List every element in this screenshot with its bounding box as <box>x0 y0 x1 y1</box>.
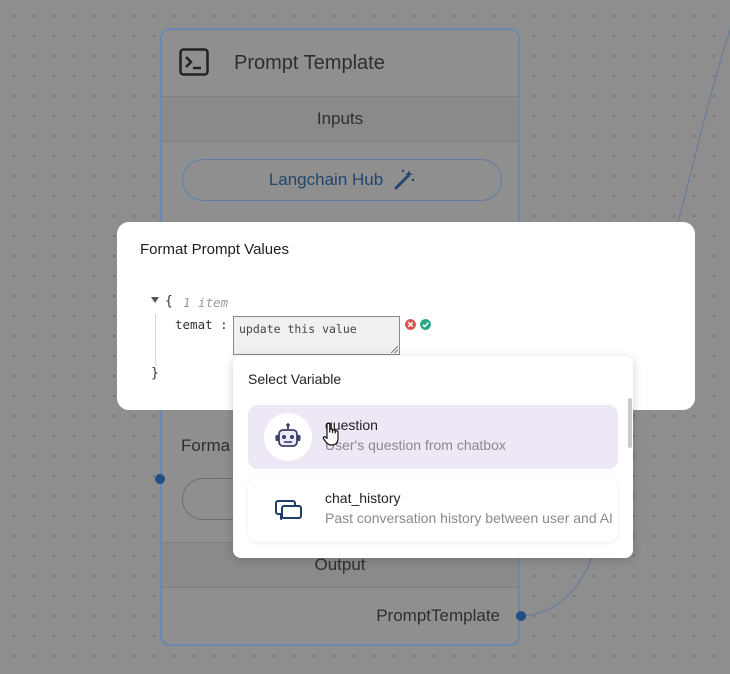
robot-icon <box>275 423 301 447</box>
resize-handle-icon[interactable] <box>391 346 398 353</box>
variable-avatar <box>264 413 312 461</box>
input-handle[interactable] <box>155 474 165 484</box>
cancel-edit-icon[interactable] <box>405 319 416 330</box>
variable-description: Past conversation history between user a… <box>325 510 613 526</box>
variable-item-chat-history[interactable]: chat_history Past conversation history b… <box>248 478 618 542</box>
format-prompt-values-label: Forma <box>181 436 231 455</box>
variable-name: chat_history <box>325 490 401 506</box>
json-key: temat : <box>175 317 228 332</box>
variable-description: User's question from chatbox <box>325 437 506 453</box>
langchain-hub-button[interactable]: Langchain Hub <box>182 159 502 201</box>
confirm-edit-icon[interactable] <box>420 319 431 330</box>
json-brace-open: { <box>165 294 173 309</box>
hand-cursor-icon <box>322 422 339 446</box>
collapse-caret-icon[interactable] <box>151 297 159 303</box>
node-header: Prompt Template <box>162 30 518 96</box>
output-handle[interactable] <box>516 611 526 621</box>
output-label: Output <box>314 555 366 574</box>
chat-bubbles-icon <box>275 500 302 520</box>
output-handle-label: PromptTemplate <box>376 606 500 625</box>
inputs-section-header: Inputs <box>162 96 518 142</box>
variable-name: question <box>325 417 378 433</box>
json-brace-close: } <box>151 366 159 381</box>
langchain-hub-label: Langchain Hub <box>268 170 384 189</box>
select-variable-popup: Select Variable question User's question… <box>233 356 633 558</box>
popup-scrollbar[interactable] <box>628 398 632 448</box>
json-value-input[interactable]: update this value <box>233 316 400 355</box>
json-value-text: update this value <box>239 322 357 336</box>
dialog-title: Format Prompt Values <box>140 241 289 258</box>
inputs-label: Inputs <box>316 109 364 128</box>
node-title: Prompt Template <box>234 52 385 74</box>
popup-title: Select Variable <box>248 371 342 387</box>
json-indent-guide <box>155 314 156 366</box>
terminal-icon <box>179 48 209 76</box>
variable-avatar <box>264 486 312 534</box>
variable-item-question[interactable]: question User's question from chatbox <box>248 405 618 469</box>
json-item-count: 1 item <box>183 295 229 310</box>
magic-wand-icon <box>394 169 415 190</box>
